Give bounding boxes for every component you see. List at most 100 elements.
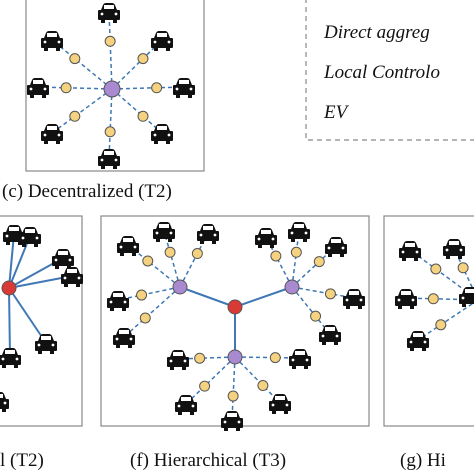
ev-charger-node [151,82,163,94]
ev-charger-node [137,53,149,65]
dashed-link [123,286,181,338]
direct-link [8,235,31,289]
ev-charger-node [136,289,148,301]
car-icon [399,241,421,261]
ev-charger-node [139,312,151,324]
panel-e-centralized [0,225,83,412]
ev-charger-node [69,53,81,65]
direct-link [179,286,236,308]
car-icon [153,222,175,242]
ev-charger-node [191,248,203,260]
ev-charger-node [104,126,116,138]
car-icon [289,349,311,369]
ev-charger-node [164,246,176,258]
ev-charger-node [457,262,469,274]
car-icon [443,239,465,259]
ev-charger-node [142,255,154,267]
ev-charger-node [269,352,281,364]
car-icon [107,291,129,311]
dashed-link [51,88,113,134]
ev-charger-node [427,293,439,305]
car-icon [288,222,310,242]
dashed-link [111,86,185,90]
dashed-link [291,230,300,288]
car-icon [255,228,277,248]
car-icon [269,394,291,414]
aggregator-node [1,280,17,296]
ev-charger-node [199,380,211,392]
ev-charger-node [137,110,149,122]
ev-charger-node [194,352,206,364]
direct-link [8,287,47,344]
car-icon [117,236,139,256]
dashed-link [185,356,236,405]
car-icon [151,31,173,51]
caption-g: (g) Hi [400,450,446,471]
car-icon [197,224,219,244]
dashed-link [453,247,474,294]
car-icon [61,267,83,287]
ev-charger-node [227,390,239,402]
ev-charger-node [290,246,302,258]
local-controller-node [172,279,188,295]
panel-c-decentralized [27,3,195,169]
direct-link [234,286,293,308]
panel-e-border [0,215,83,427]
direct-link [8,287,11,358]
aggregator-node [227,299,243,315]
car-icon [35,334,57,354]
dashed-link [177,356,236,360]
dashed-link [37,86,113,90]
caption-c: (c) Decentralized (T2) [2,181,172,202]
local-controller-node [103,80,121,98]
dashed-link [108,88,113,159]
car-icon [343,289,365,309]
car-icon [0,392,9,412]
dashed-link [405,297,474,301]
caption-e: l (T2) [0,450,44,471]
local-controller-node [227,349,243,365]
car-icon [98,149,120,169]
dashed-link [291,286,331,335]
car-icon [0,348,21,368]
panel-g-border [383,215,474,427]
car-icon [325,237,347,257]
dashed-link [111,88,163,134]
panel-c-border [25,0,205,172]
car-icon [395,289,417,309]
car-icon [319,325,341,345]
dashed-link [108,11,113,90]
dashed-link [51,39,113,90]
panel-g-hierarchical [395,239,474,351]
dashed-link [117,286,181,301]
car-icon [407,331,429,351]
car-icon [167,350,189,370]
ev-charger-node [310,310,322,322]
car-icon [27,78,49,98]
dashed-link [231,356,236,421]
ev-charger-node [324,288,336,300]
car-icon [221,411,243,431]
car-icon [98,3,120,23]
ev-charger-node [313,256,325,268]
car-icon [173,78,195,98]
ev-charger-node [430,263,442,275]
caption-f: (f) Hierarchical (T3) [130,450,286,471]
ev-charger-node [60,82,72,94]
dashed-link [234,356,281,404]
dashed-link [265,236,293,288]
legend-item-direct-aggregator: Direct aggreg [323,22,430,43]
car-icon [41,31,63,51]
local-controller-node [284,279,300,295]
panel-f-hierarchical [107,222,365,431]
car-icon [52,249,74,269]
dashed-link [163,230,181,288]
dashed-link [234,356,301,359]
legend-item-local-controller: Local Controlo [323,62,440,83]
ev-charger-node [270,250,282,262]
dashed-link [111,39,163,90]
ev-charger-node [435,319,447,331]
ev-charger-node [69,110,81,122]
legend-item-ev: EV [323,102,350,123]
